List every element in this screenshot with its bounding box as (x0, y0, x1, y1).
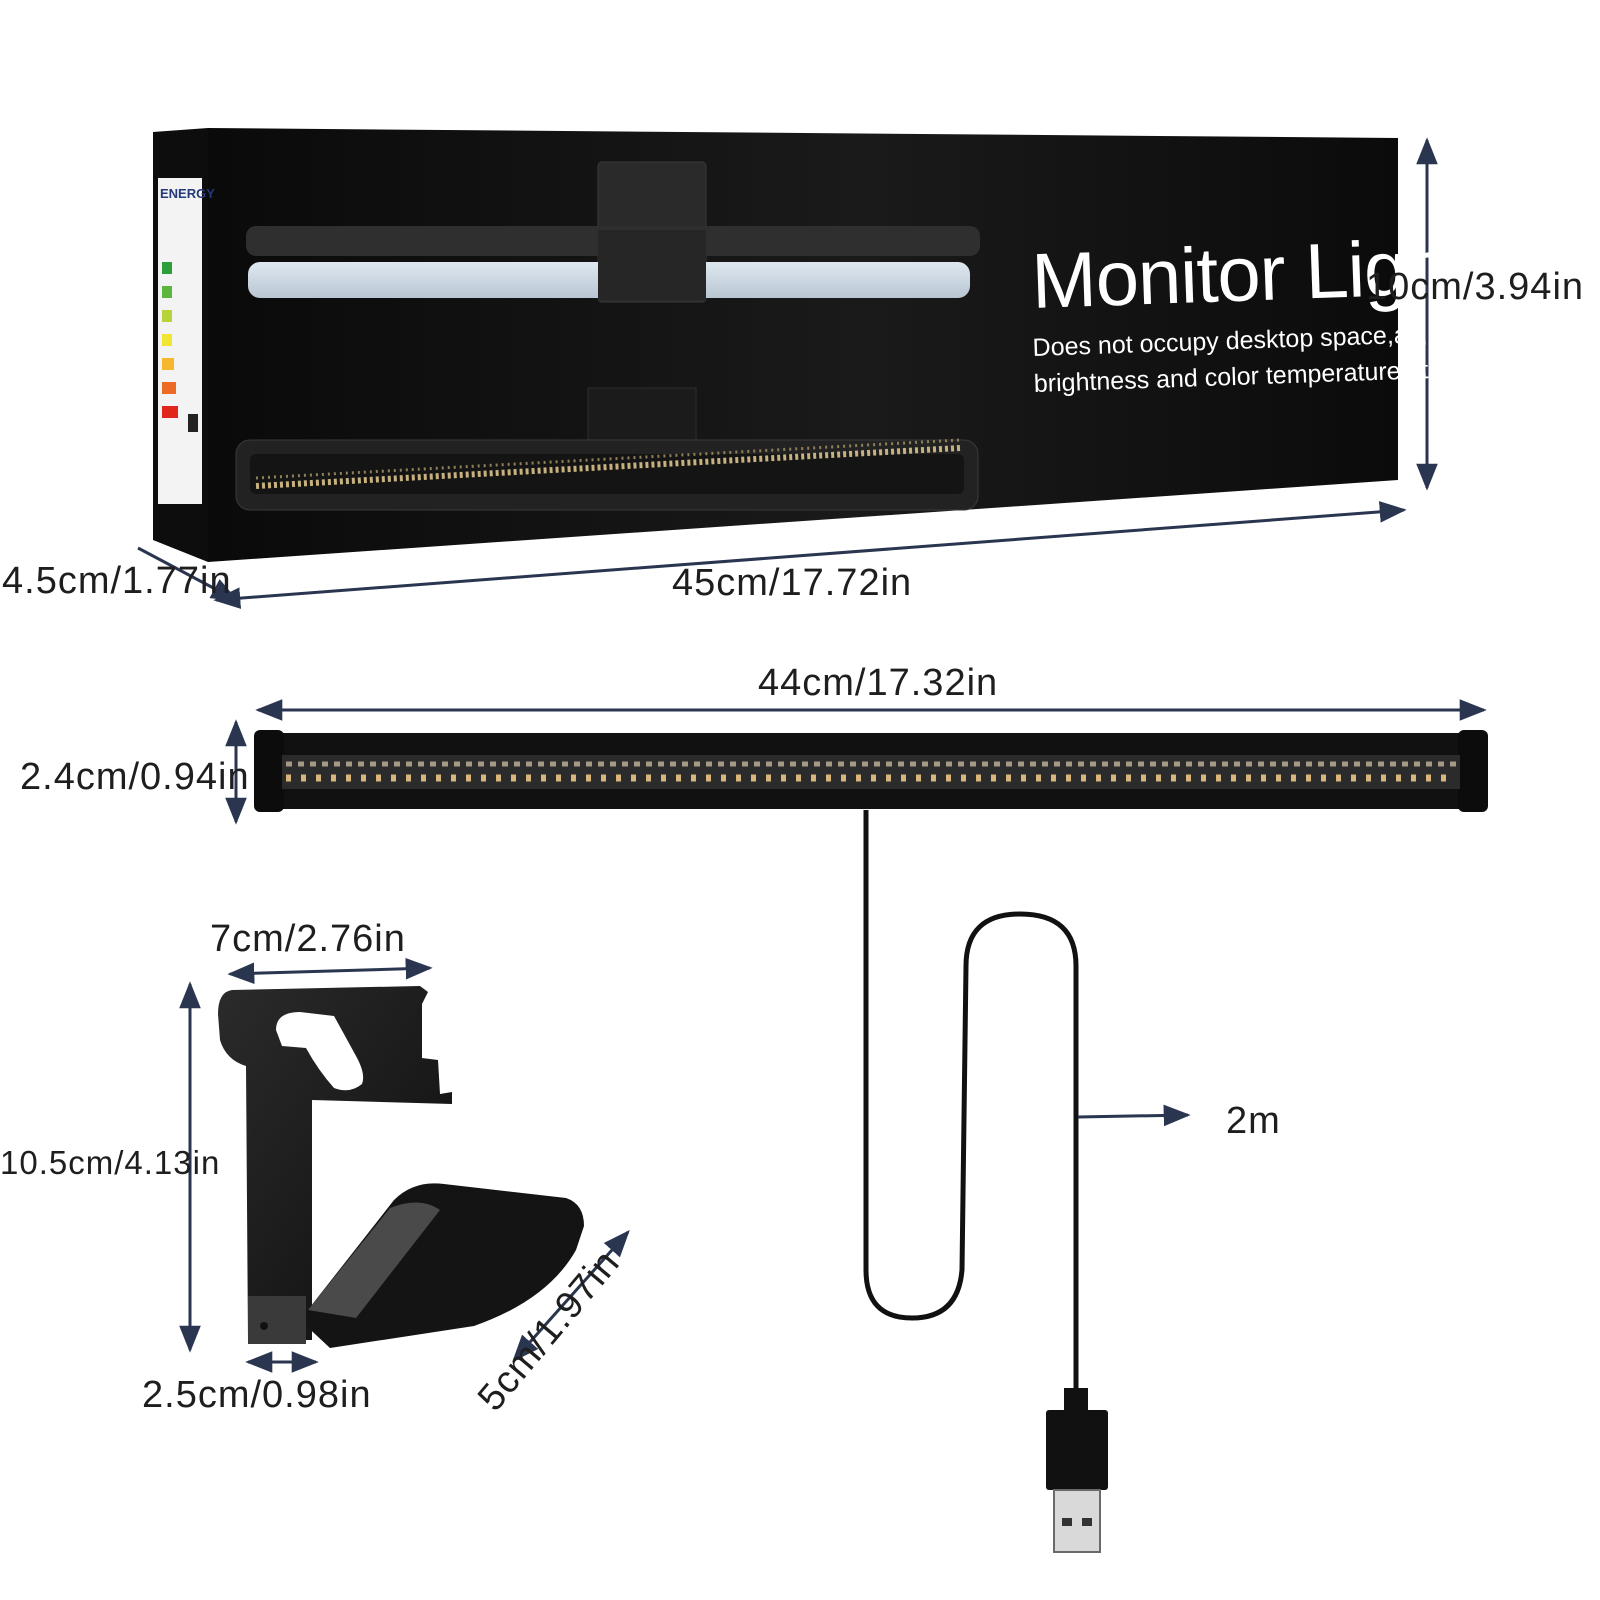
product-box (153, 128, 1398, 562)
energy-rating-bars (162, 262, 198, 432)
clip-width-arrow (227, 957, 433, 985)
light-bar (254, 730, 1488, 812)
box-height-label: 10cm/3.94in (1366, 266, 1585, 308)
box-length-label: 45cm/17.72in (672, 562, 913, 604)
energy-label-text: ENERGY (160, 186, 215, 201)
clip-width-label: 7cm/2.76in (210, 918, 406, 960)
cable-length-label: 2m (1226, 1100, 1281, 1142)
usb-plug-icon (1046, 1388, 1108, 1553)
mounting-clip (218, 986, 584, 1348)
box-depth-arrow (137, 546, 239, 602)
box-length-arrow (213, 501, 1407, 609)
clip-base-label: 2.5cm/0.98in (142, 1374, 372, 1416)
bar-height-label: 2.4cm/0.94in (20, 756, 250, 798)
cable-length-arrow (1077, 1104, 1191, 1127)
clip-arm-arrow (512, 1229, 630, 1363)
box-depth-label: 4.5cm/1.77in (2, 560, 232, 602)
usb-cable (863, 810, 1079, 1390)
clip-height-label: 10.5cm/4.13in (0, 1144, 221, 1181)
bar-length-label: 44cm/17.32in (758, 662, 999, 704)
